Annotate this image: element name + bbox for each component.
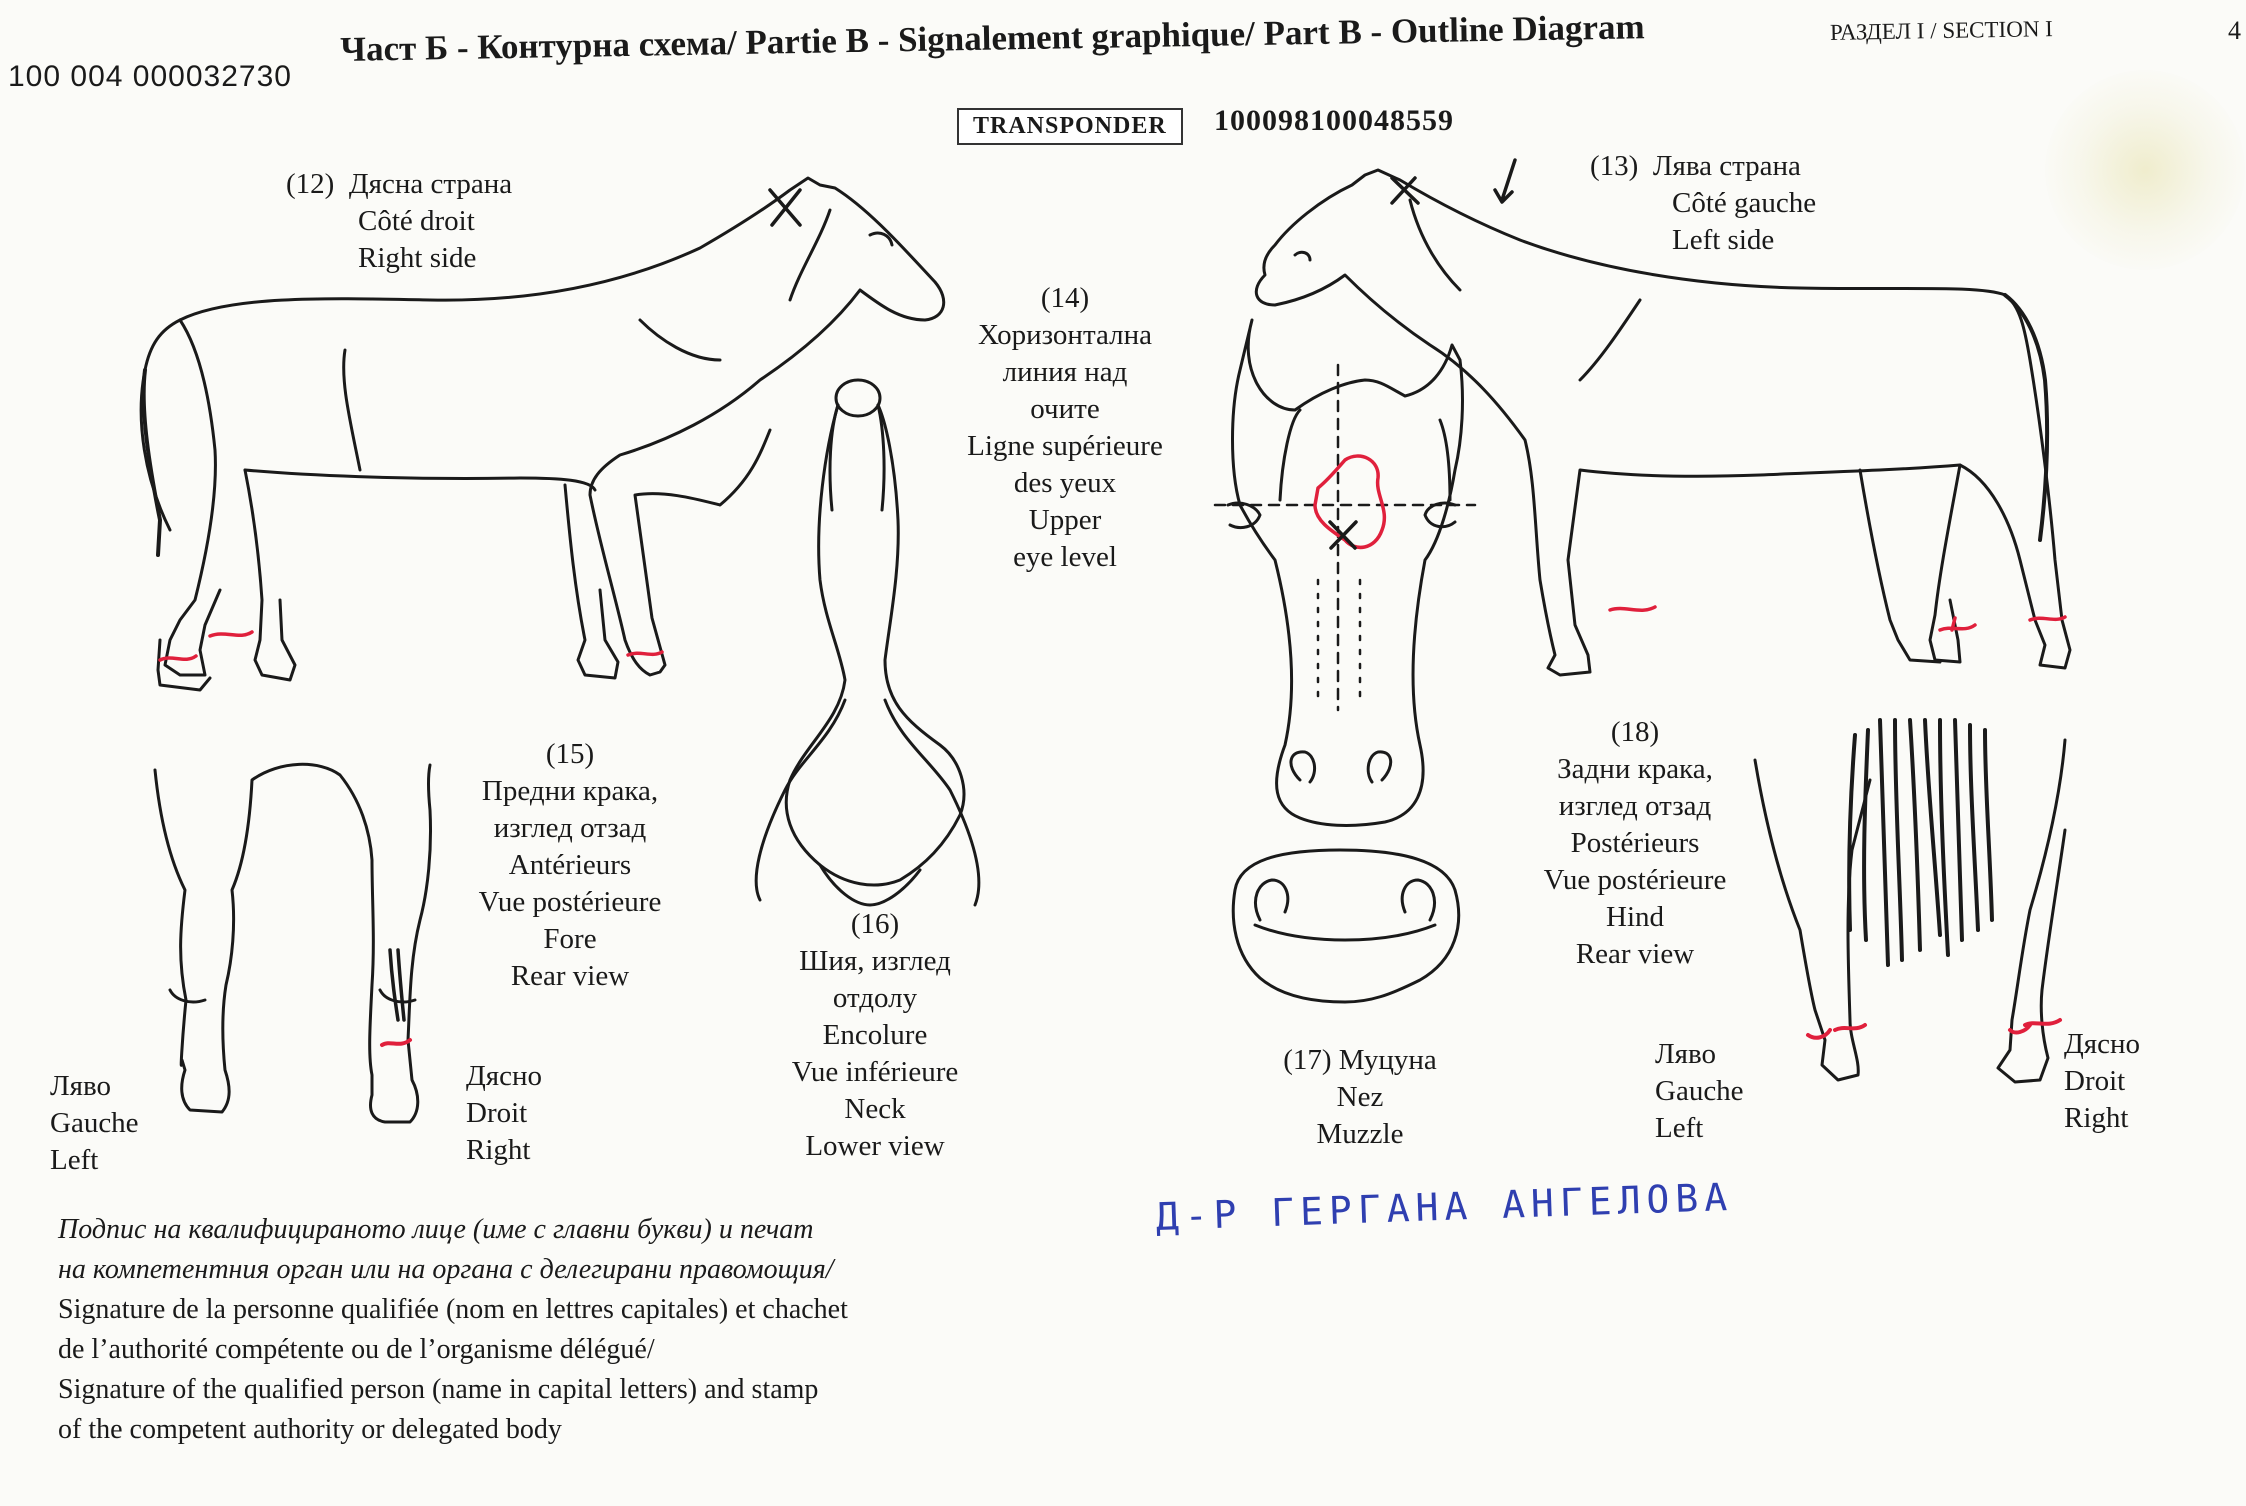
horse-left-side-figure xyxy=(1254,158,2072,677)
head-front-figure xyxy=(1213,318,1477,827)
label-right-side-fr: Côté droit xyxy=(358,205,475,237)
label-eye-level: (14) Хоризонтална линия над очите Ligne … xyxy=(945,280,1185,576)
label-hindlegs-fr2: Vue postérieure xyxy=(1543,864,1727,896)
label-muzzle-en: Muzzle xyxy=(1316,1118,1404,1150)
label-hindlegs-en1: Hind xyxy=(1606,901,1664,933)
transponder-label: TRANSPONDER xyxy=(957,108,1183,145)
signature-line-4: de l’authorité compétente ou de l’organi… xyxy=(58,1334,655,1365)
label-forelegs-bg1: Предни крака, xyxy=(481,775,659,807)
label-forelegs-en2: Rear view xyxy=(510,960,630,992)
muzzle-figure xyxy=(1231,848,1461,1004)
label-left-side-bg: (13) Лява страна xyxy=(1590,150,1801,182)
label-neck-fr1: Encolure xyxy=(822,1019,928,1051)
signature-instructions: Подпис на квалифицираното лице (име с гл… xyxy=(58,1210,848,1450)
transponder-number: 100098100048559 xyxy=(1214,104,1454,137)
label-right-side: (12) Дясна страна Côté droit Right side xyxy=(286,166,512,277)
label-neck-num: (16) xyxy=(850,908,900,940)
tail-strands xyxy=(1847,718,1994,967)
label-hind-left: Ляво Gauche Left xyxy=(1655,1038,1744,1144)
label-neck-fr2: Vue inférieure xyxy=(791,1056,959,1088)
document-number: 100 004 000032730 xyxy=(8,60,292,93)
label-left-side: (13) Лява страна Côté gauche Left side xyxy=(1590,148,1816,259)
label-forelegs-num: (15) xyxy=(545,738,595,770)
label-muzzle: (17) Муцуна Nez Muzzle xyxy=(1220,1042,1500,1153)
label-fore-left: Ляво Gauche Left xyxy=(50,1070,139,1176)
label-left-side-fr: Côté gauche xyxy=(1672,187,1817,219)
hindlegs-rear-view-figure xyxy=(1753,718,2067,1084)
label-hindlegs-fr1: Postérieurs xyxy=(1570,827,1700,859)
label-forelegs: (15) Предни крака, изглед отзад Antérieu… xyxy=(460,736,680,995)
label-eye-level-en2: eye level xyxy=(1013,541,1117,573)
forelegs-rear-view-figure xyxy=(153,762,433,1124)
label-neck-en2: Lower view xyxy=(805,1130,945,1162)
label-neck-bg2: отдолу xyxy=(832,982,918,1014)
label-neck-bg1: Шия, изглед xyxy=(799,945,951,977)
label-right-side-bg: (12) Дясна страна xyxy=(286,168,513,200)
label-left-side-en: Left side xyxy=(1672,224,1775,256)
horse-right-side-figure xyxy=(139,176,946,692)
label-hindlegs: (18) Задни крака, изглед отзад Postérieu… xyxy=(1520,714,1750,973)
label-forelegs-bg2: изглед отзад xyxy=(493,812,647,844)
signature-line-1: Подпис на квалифицираното лице (име с гл… xyxy=(58,1214,814,1245)
label-fore-right: Дясно Droit Right xyxy=(466,1060,543,1166)
label-muzzle-bg: (17) Муцуна xyxy=(1283,1044,1437,1076)
label-hindlegs-num: (18) xyxy=(1610,716,1660,748)
label-eye-level-bg2: линия над xyxy=(1002,356,1128,388)
signature-line-6: of the competent authority or delegated … xyxy=(58,1414,562,1445)
label-eye-level-en1: Upper xyxy=(1028,504,1102,536)
label-eye-level-fr1: Ligne supérieure xyxy=(967,430,1163,462)
label-neck: (16) Шия, изглед отдолу Encolure Vue inf… xyxy=(760,906,990,1165)
signature-line-5: Signature of the qualified person (name … xyxy=(58,1374,819,1405)
label-neck-en1: Neck xyxy=(844,1093,906,1125)
label-eye-level-bg3: очите xyxy=(1030,393,1100,425)
label-eye-level-fr2: des yeux xyxy=(1013,467,1117,499)
label-eye-level-num: (14) xyxy=(1040,282,1090,314)
label-hindlegs-en2: Rear view xyxy=(1575,938,1695,970)
label-hindlegs-bg2: изглед отзад xyxy=(1558,790,1712,822)
label-eye-level-bg1: Хоризонтална xyxy=(978,319,1152,351)
label-hind-right: Дясно Droit Right xyxy=(2064,1028,2141,1134)
page-number: 4 xyxy=(2228,16,2241,45)
label-muzzle-fr: Nez xyxy=(1336,1081,1384,1113)
hologram-watermark xyxy=(2045,70,2245,270)
label-hindlegs-bg1: Задни крака, xyxy=(1557,753,1713,785)
label-right-side-en: Right side xyxy=(358,242,477,274)
neck-lower-view-figure xyxy=(754,378,981,907)
signature-line-2: на компетентния орган или на органа с де… xyxy=(58,1254,834,1285)
signature-line-3: Signature de la personne qualifiée (nom … xyxy=(58,1294,848,1325)
label-forelegs-en1: Fore xyxy=(543,923,597,955)
label-forelegs-fr2: Vue postérieure xyxy=(478,886,662,918)
label-forelegs-fr1: Antérieurs xyxy=(508,849,632,881)
